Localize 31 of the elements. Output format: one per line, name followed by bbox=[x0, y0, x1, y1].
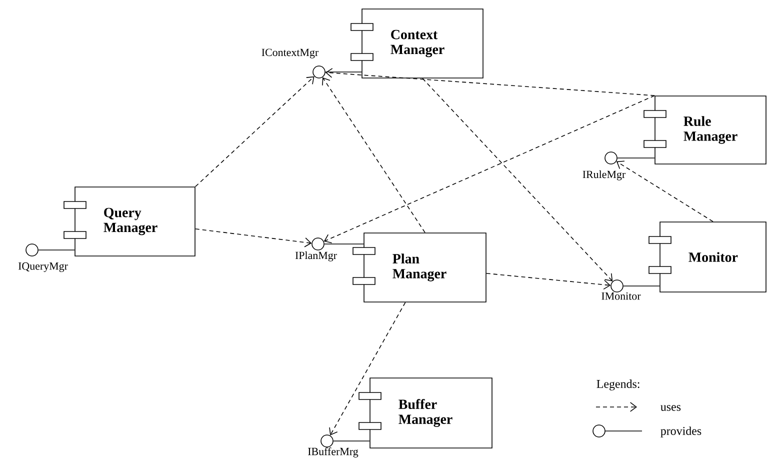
interface-label: IPlanMgr bbox=[295, 251, 337, 262]
uses-arrow bbox=[322, 77, 426, 233]
component-box: Query Manager bbox=[64, 186, 196, 256]
component-box: Rule Manager bbox=[644, 96, 766, 164]
interface-circle bbox=[320, 434, 334, 448]
legend-title: Legends: bbox=[596, 380, 640, 390]
interface-circle bbox=[312, 66, 326, 78]
uses-arrow bbox=[195, 76, 314, 187]
uses-arrow bbox=[329, 302, 406, 436]
component-box: Buffer Manager bbox=[358, 378, 492, 448]
interface-circle bbox=[604, 152, 618, 164]
interface-circle bbox=[26, 244, 38, 256]
interface-label: IBufferMrg bbox=[308, 447, 358, 458]
uses-arrow bbox=[325, 68, 655, 96]
interface-circle bbox=[610, 280, 624, 292]
component-box: Plan Manager bbox=[352, 232, 486, 302]
legend-text: uses bbox=[660, 405, 681, 411]
uses-arrow bbox=[422, 78, 613, 282]
component-box: Context Manager bbox=[350, 8, 484, 78]
connector-line bbox=[333, 440, 370, 442]
interface-label: IContextMgr bbox=[262, 48, 318, 58]
interface-label: IRuleMgr bbox=[582, 170, 626, 180]
uses-arrow bbox=[616, 160, 714, 222]
component-box: Monitor bbox=[648, 222, 766, 292]
interface-label: IMonitor bbox=[602, 292, 641, 300]
uses-arrow bbox=[195, 228, 312, 248]
uses-arrow bbox=[324, 95, 655, 244]
interface-circle bbox=[312, 238, 324, 250]
interface-label: IQueryMgr bbox=[18, 262, 68, 272]
uses-arrow bbox=[486, 273, 611, 290]
legend-text: provides bbox=[660, 426, 702, 438]
